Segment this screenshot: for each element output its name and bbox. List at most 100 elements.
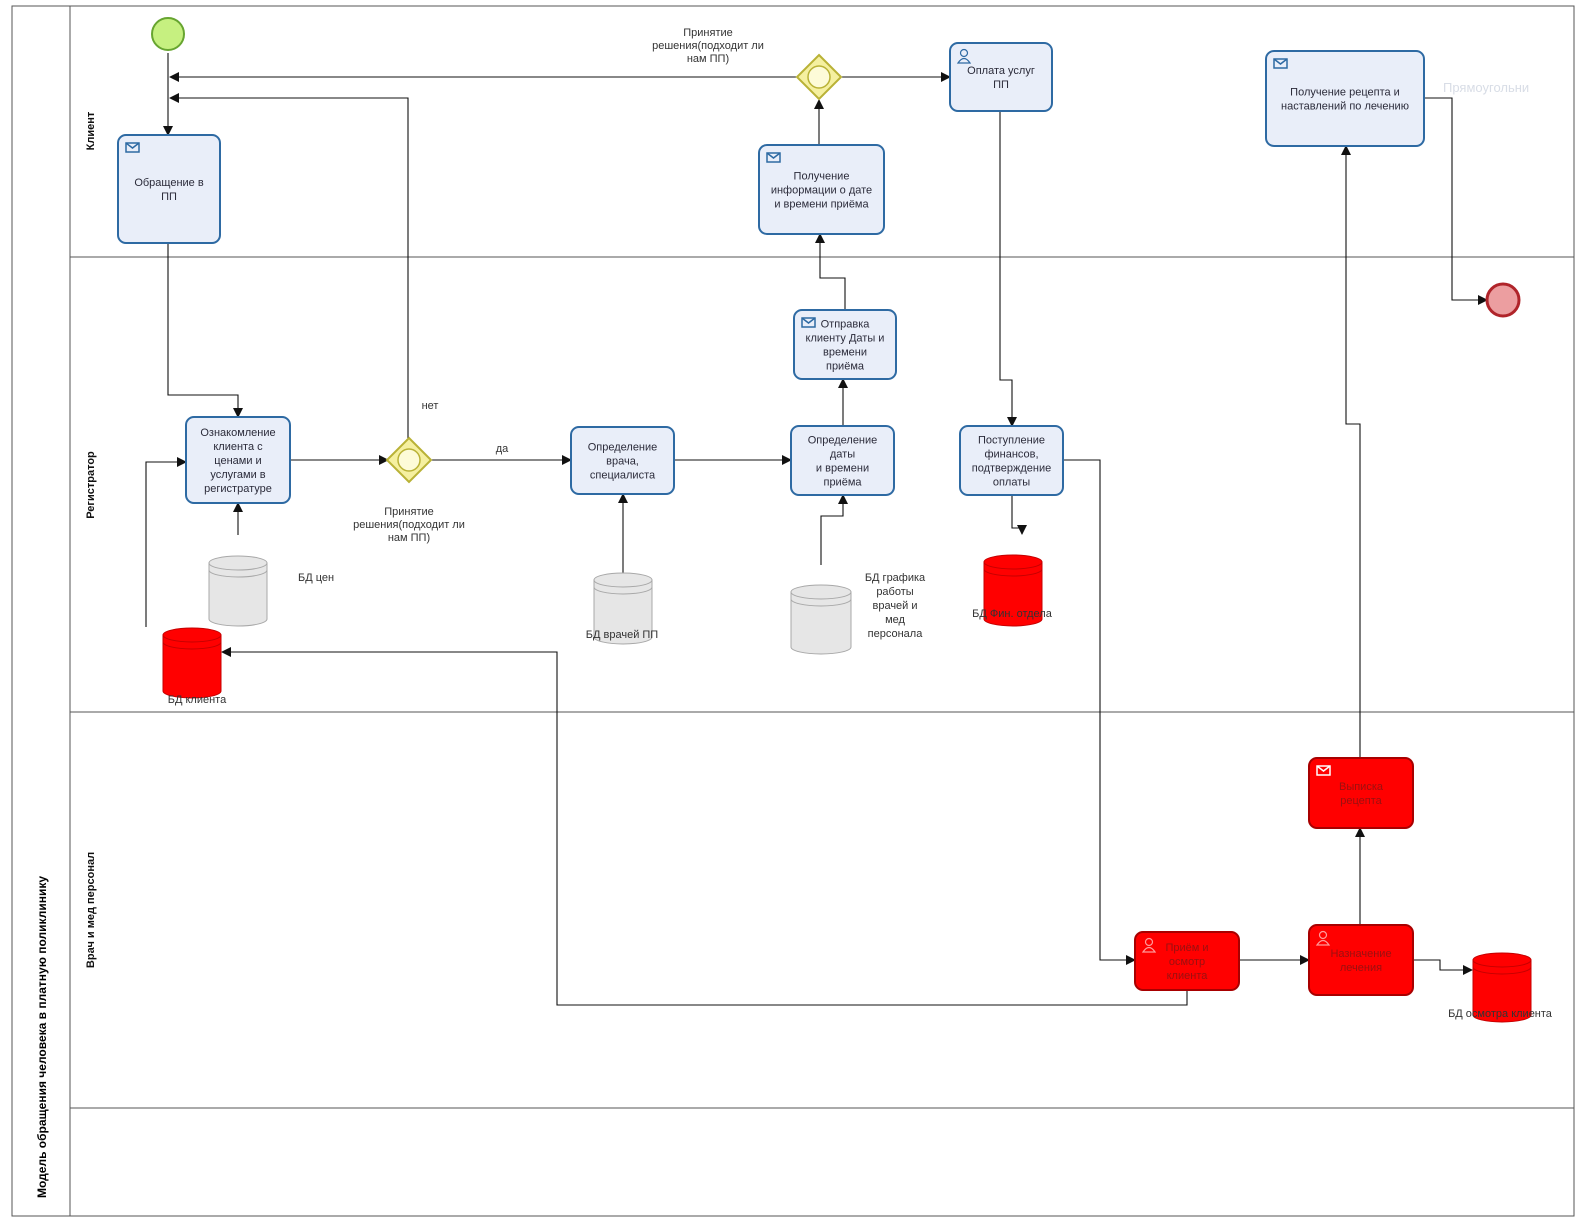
database-top <box>790 584 852 600</box>
task-box <box>949 42 1053 112</box>
start-event <box>151 17 185 51</box>
task-box <box>1308 757 1414 829</box>
sequence-flow-4 <box>167 243 243 418</box>
sequence-flow-9 <box>815 233 846 310</box>
task-box <box>1134 931 1240 991</box>
task-box <box>959 425 1064 496</box>
sequence-flow-12 <box>999 111 1017 427</box>
envelope-icon-flap <box>1316 765 1331 772</box>
lane-label-doctor: Врач и мед персонал <box>85 852 97 968</box>
task-box <box>185 416 291 504</box>
database-db1: БД цен <box>208 555 334 627</box>
sequence-flow-3 <box>169 93 409 440</box>
sequence-flow-22 <box>820 494 848 565</box>
database-top <box>162 627 222 643</box>
sequence-flow-19 <box>1011 495 1027 535</box>
envelope-icon-flap <box>125 142 140 149</box>
envelope-icon <box>766 152 781 163</box>
database-label: БД Фин. отдела <box>972 608 1053 620</box>
user-icon-body <box>956 57 972 64</box>
database-body <box>162 634 222 699</box>
sequence-flow-16 <box>1341 145 1361 758</box>
database-body <box>208 562 268 627</box>
user-icon-body <box>1141 946 1157 953</box>
database-ring <box>790 598 852 607</box>
database-ring <box>983 568 1043 577</box>
envelope-icon <box>1316 765 1331 776</box>
sequence-flow-17 <box>1424 97 1488 305</box>
end-event <box>1485 282 1521 318</box>
task-box <box>1265 50 1425 147</box>
database-top <box>208 555 268 571</box>
sequence-flows <box>145 53 1488 1006</box>
pool-title: Модель обращения человека в платную поли… <box>35 876 49 1198</box>
envelope-icon <box>1273 58 1288 69</box>
database-top <box>983 554 1043 570</box>
envelope-icon-flap <box>766 152 781 159</box>
task-box <box>758 144 885 235</box>
task-box <box>1308 924 1414 996</box>
database-db6: БД осмотра клиента <box>1448 952 1553 1023</box>
user-icon <box>959 48 969 58</box>
database-label: БД осмотра клиента <box>1448 1008 1553 1020</box>
task-box <box>117 134 221 244</box>
database-body <box>1472 959 1532 1023</box>
database-label: БД цен <box>298 572 334 584</box>
sequence-flow-24 <box>221 647 1188 1006</box>
envelope-icon <box>125 142 140 153</box>
user-icon <box>1144 937 1154 947</box>
database-db5: БД клиента <box>162 627 227 706</box>
database-top <box>593 572 653 588</box>
sequence-flow-23 <box>145 457 187 627</box>
database-body <box>790 591 852 655</box>
gateway-marker <box>807 65 831 89</box>
database-db2: БД врачей ПП <box>586 572 659 645</box>
user-icon-body <box>1315 939 1331 946</box>
database-ring <box>593 586 653 595</box>
flow-label-no: нет <box>422 400 439 412</box>
lane-label-client: Клиент <box>85 111 97 150</box>
database-body <box>593 579 653 645</box>
end-event-circle <box>1485 282 1521 318</box>
database-label: БД клиента <box>168 694 227 706</box>
database-ring <box>208 569 268 578</box>
database-ring <box>1472 966 1532 975</box>
sequence-flow-18 <box>1413 959 1473 975</box>
database-label: БД врачей ПП <box>586 629 659 641</box>
database-top <box>1472 952 1532 968</box>
flow-label-yes: да <box>496 443 509 455</box>
lane-label-registrar: Регистратор <box>85 451 97 519</box>
envelope-icon-flap <box>1273 58 1288 65</box>
task-box <box>790 425 895 496</box>
envelope-icon-flap <box>801 317 816 324</box>
user-icon <box>1318 930 1328 940</box>
